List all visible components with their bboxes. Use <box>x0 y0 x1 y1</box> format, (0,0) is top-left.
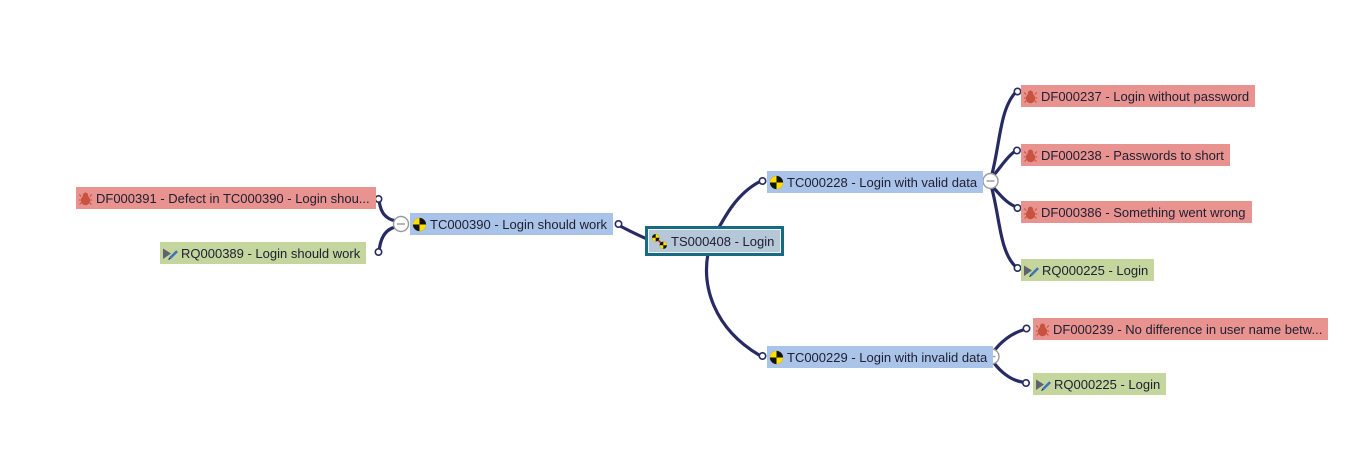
node-df000391[interactable]: DF000391 - Defect in TC000390 - Login sh… <box>76 187 376 209</box>
bug-icon <box>1023 206 1038 219</box>
checkered-ball-icon <box>412 217 427 231</box>
node-label: RQ000225 - Login <box>1042 262 1149 278</box>
node-df000386[interactable]: DF000386 - Something went wrong <box>1021 201 1252 223</box>
node-rq000225-invalid[interactable]: RQ000225 - Login <box>1033 373 1167 395</box>
node-label: RQ000389 - Login should work <box>181 245 361 261</box>
node-rq000225-valid[interactable]: RQ000225 - Login <box>1021 259 1155 281</box>
node-df000238[interactable]: DF000238 - Passwords to short <box>1021 144 1230 166</box>
node-rq000389[interactable]: RQ000389 - Login should work <box>160 242 367 264</box>
node-df000237[interactable]: DF000237 - Login without password <box>1021 85 1256 107</box>
node-label: RQ000225 - Login <box>1054 376 1161 392</box>
node-ts000408-selected[interactable]: TS000408 - Login <box>645 226 785 256</box>
bug-icon <box>1035 323 1050 336</box>
node-tc000390[interactable]: TC000390 - Login should work <box>410 213 614 235</box>
collapse-button[interactable] <box>982 172 999 190</box>
bug-icon <box>78 192 93 205</box>
requirement-pencil-icon <box>1036 379 1051 391</box>
node-label: TC000228 - Login with valid data <box>787 174 978 190</box>
node-label: DF000386 - Something went wrong <box>1041 204 1246 220</box>
linked-checkered-balls-icon <box>652 233 667 249</box>
node-label: DF000239 - No difference in user name be… <box>1053 321 1323 337</box>
collapse-button[interactable] <box>392 215 410 233</box>
requirement-pencil-icon <box>163 248 178 260</box>
connection-dots <box>374 87 1031 387</box>
checkered-ball-icon <box>769 175 784 189</box>
bug-icon <box>1023 90 1038 103</box>
bug-icon <box>1023 149 1038 162</box>
node-tc000229[interactable]: TC000229 - Login with invalid data <box>767 346 994 368</box>
node-label: DF000237 - Login without password <box>1041 88 1250 104</box>
requirement-pencil-icon <box>1024 265 1039 277</box>
checkered-ball-icon <box>769 350 784 364</box>
node-label: DF000391 - Defect in TC000390 - Login sh… <box>96 190 370 206</box>
node-label: TC000229 - Login with invalid data <box>787 349 988 365</box>
node-label: TC000390 - Login should work <box>430 216 608 232</box>
node-tc000228[interactable]: TC000228 - Login with valid data <box>767 171 984 193</box>
node-df000239[interactable]: DF000239 - No difference in user name be… <box>1033 318 1329 340</box>
node-label: DF000238 - Passwords to short <box>1041 147 1224 163</box>
node-label: TS000408 - Login <box>671 233 775 249</box>
